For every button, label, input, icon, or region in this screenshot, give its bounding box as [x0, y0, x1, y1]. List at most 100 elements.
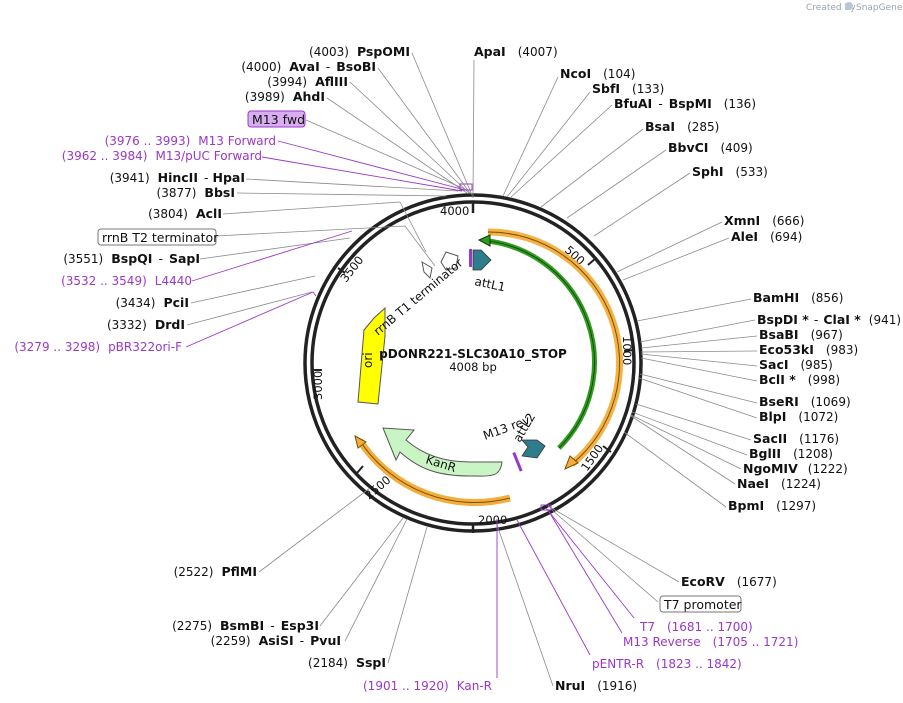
enzyme-pcii[interactable]: (3434)PciI: [116, 295, 189, 310]
enzyme-pos: (1072): [798, 410, 838, 424]
line-bsmbi: [319, 517, 404, 627]
tick-500-mark: [587, 257, 597, 266]
t7-promoter-box[interactable]: T7 promoter: [659, 595, 742, 613]
enzyme-afliii[interactable]: (3994)AflIII: [267, 74, 348, 89]
svg-text:NcoI(104): NcoI(104): [560, 66, 635, 81]
enzyme-bsai[interactable]: BsaI(285): [645, 119, 719, 134]
enzyme-hincii[interactable]: (3941)HincII-HpaI: [110, 170, 245, 185]
enzyme-bsabi[interactable]: BsaBI(967): [759, 327, 843, 342]
enzyme-avai[interactable]: (4000)AvaI-BsoBI: [241, 59, 376, 74]
enzyme-sspi[interactable]: (2184)SspI: [308, 655, 386, 670]
enzyme-pos: (3332): [107, 318, 147, 332]
enzyme-bglii[interactable]: BglII(1208): [749, 446, 833, 461]
enzyme-bfuai[interactable]: BfuAI-BspMI(136): [614, 96, 756, 111]
enzyme-nrui[interactable]: NruI(1916): [555, 678, 637, 693]
enzyme-alei[interactable]: AleI(694): [731, 229, 802, 244]
primer-range: (1705 .. 1721): [713, 635, 799, 649]
enzyme-pos: (533): [736, 165, 768, 179]
attl2-feature[interactable]: [521, 439, 546, 459]
plasmid-length: 4008 bp: [449, 360, 497, 374]
enzyme-ngomiv[interactable]: NgoMIV(1222): [743, 461, 848, 476]
enzyme-bpmi[interactable]: BpmI(1297): [728, 498, 816, 513]
enzyme-bamhi[interactable]: BamHI(856): [753, 290, 843, 305]
line-ngomiv: [630, 414, 742, 470]
primer-pentr-r[interactable]: pENTR-R(1823 .. 1842): [592, 657, 742, 671]
enzyme-extra: BspMI: [669, 96, 712, 111]
svg-text:SphI(533): SphI(533): [692, 164, 768, 179]
pline-m13-puc-forward: [261, 156, 463, 192]
enzyme-pos: (998): [808, 373, 840, 387]
rrnb-t1-feature[interactable]: [440, 251, 459, 271]
primer-m13-reverse[interactable]: M13 Reverse(1705 .. 1721): [623, 635, 798, 649]
line-apai: [472, 59, 475, 199]
enzyme-drdi[interactable]: (3332)DrdI: [107, 317, 185, 332]
enzyme-bbvci[interactable]: BbvCI(409): [668, 140, 753, 155]
svg-text:(3332)DrdI: (3332)DrdI: [107, 317, 185, 332]
enzyme-ecorv[interactable]: EcoRV(1677): [681, 574, 777, 589]
svg-text:EcoRV(1677): EcoRV(1677): [681, 574, 777, 589]
enzyme-acli[interactable]: (3804)AclI: [148, 206, 222, 221]
enzyme-separator: -: [814, 312, 819, 327]
line-ncoi: [502, 76, 559, 197]
enzyme-name: HincII: [158, 170, 198, 185]
enzyme-name: NgoMIV: [743, 461, 798, 476]
primer-lines: [185, 140, 635, 678]
enzyme-bspdi[interactable]: BspDI *-ClaI *(941): [757, 312, 901, 327]
primer-name: pENTR-R: [592, 657, 644, 671]
line-sbfi: [506, 91, 591, 198]
pline-t7: [545, 507, 635, 619]
enzyme-sacii[interactable]: SacII(1176): [753, 431, 839, 446]
primer-cluster-top: [459, 183, 473, 191]
rrnb-t2-box[interactable]: rrnB T2 terminator: [97, 228, 219, 246]
enzyme-name: NaeI: [737, 476, 769, 491]
primer-t7[interactable]: T7(1681 .. 1700): [639, 620, 753, 634]
enzyme-bcli[interactable]: BclI *(998): [759, 372, 840, 387]
enzyme-blpi[interactable]: BlpI(1072): [759, 409, 838, 424]
primer-pbr322ori-f[interactable]: (3279 .. 3298)pBR322ori-F: [14, 340, 182, 354]
enzyme-pos: (1677): [737, 575, 777, 589]
enzyme-naei[interactable]: NaeI(1224): [737, 476, 821, 491]
line-bpmi: [623, 431, 727, 508]
enzyme-name: AsiSI: [259, 633, 294, 648]
enzyme-pos: (3941): [110, 171, 150, 185]
enzyme-bbsi[interactable]: (3877)BbsI: [157, 185, 235, 200]
primer-m13-forward[interactable]: (3976 .. 3993)M13 Forward: [105, 134, 276, 148]
enzyme-saci[interactable]: SacI(985): [759, 357, 833, 372]
enzyme-pos: (1069): [811, 395, 851, 409]
enzyme-pspomi[interactable]: (4003)PspOMI: [309, 44, 410, 59]
enzyme-xmni[interactable]: XmnI(666): [724, 213, 805, 228]
m13-fwd-box[interactable]: M13 fwd: [247, 110, 306, 128]
ori-feature[interactable]: [357, 306, 386, 405]
primer-kan-r[interactable]: (1901 .. 1920)Kan-R: [363, 679, 492, 693]
kanr-feature[interactable]: [382, 427, 503, 477]
enzyme-name: SacII: [753, 431, 787, 446]
tick-2500-mark: [356, 465, 364, 474]
svg-text:M13 Reverse(1705 .. 1721): M13 Reverse(1705 .. 1721): [623, 635, 798, 649]
enzyme-bseri[interactable]: BseRI(1069): [759, 394, 851, 409]
enzyme-ncoi[interactable]: NcoI(104): [560, 66, 635, 81]
svg-text:(3532 .. 3549)L4440: (3532 .. 3549)L4440: [61, 274, 192, 288]
t7-promoter-label: T7 promoter: [663, 597, 742, 612]
svg-text:(3877)BbsI: (3877)BbsI: [157, 185, 235, 200]
rrnb-t2-feature[interactable]: [421, 260, 433, 280]
enzyme-sphi[interactable]: SphI(533): [692, 164, 768, 179]
line-pcii: [190, 275, 316, 304]
enzyme-name: BpmI: [728, 498, 764, 513]
enzyme-asisi[interactable]: (2259)AsiSI-PvuI: [211, 633, 341, 648]
enzyme-pos: (409): [720, 141, 752, 155]
primer-m13-puc-forward[interactable]: (3962 .. 3984)M13/pUC Forward: [62, 149, 262, 163]
enzyme-bspqi[interactable]: (3551)BspQI-SapI: [63, 251, 200, 266]
enzyme-pflmi[interactable]: (2522)PflMI: [174, 564, 257, 579]
primer-l4440[interactable]: (3532 .. 3549)L4440: [61, 274, 192, 288]
snapgene-logo-icon: [845, 2, 853, 10]
attl1-feature[interactable]: [472, 249, 492, 271]
primer-cluster-bottom: [540, 504, 552, 511]
enzyme-bsmbi[interactable]: (2275)BsmBI-Esp3I: [172, 618, 319, 633]
enzyme-apai[interactable]: ApaI(4007): [474, 44, 558, 59]
svg-text:BglII(1208): BglII(1208): [749, 446, 833, 461]
primer-name: pBR322ori-F: [108, 340, 182, 354]
enzyme-sbfi[interactable]: SbfI(133): [592, 81, 664, 96]
enzyme-eco53ki[interactable]: Eco53kI(983): [759, 342, 858, 357]
enzyme-ahdi[interactable]: (3989)AhdI: [245, 89, 325, 104]
